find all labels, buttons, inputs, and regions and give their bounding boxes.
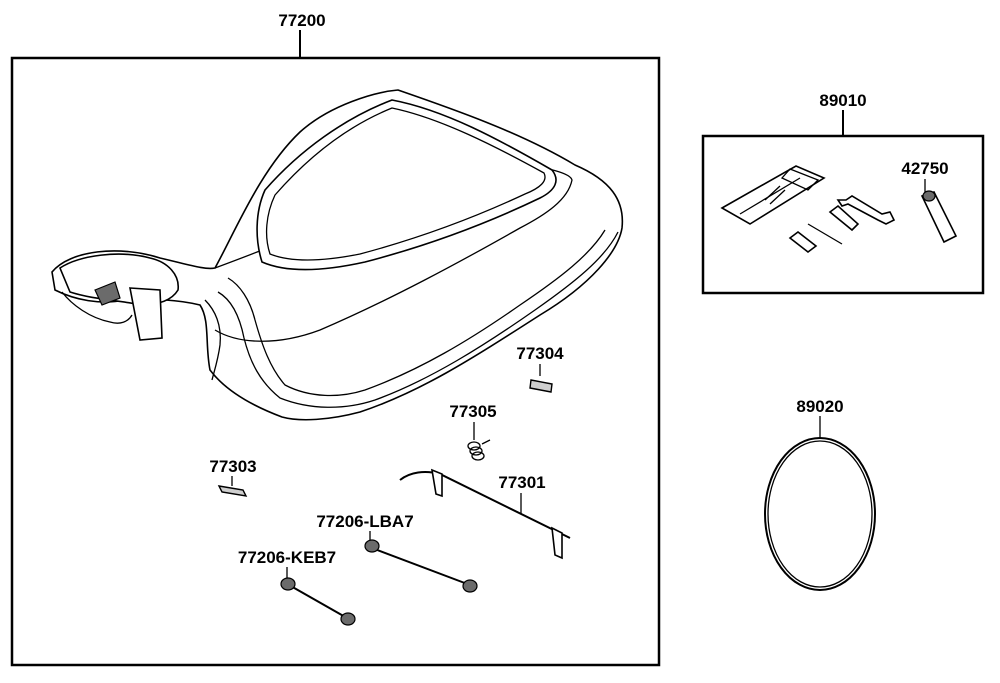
band-group: 89020	[764, 397, 876, 591]
label-77206-keb7: 77206-KEB7	[238, 548, 336, 567]
grip-tool-cap	[922, 190, 936, 202]
seat-front-side	[204, 299, 221, 381]
label-77303: 77303	[209, 457, 256, 476]
bumper-keb7-right	[340, 612, 356, 626]
band-ring-inner	[767, 440, 873, 588]
lock-rod-bracket-2	[551, 526, 563, 560]
bumper-lba7-wire	[371, 547, 471, 586]
part-77304: 77304	[516, 344, 564, 393]
label-77305: 77305	[449, 402, 496, 421]
label-77304: 77304	[516, 344, 564, 363]
clip-shape	[217, 485, 248, 497]
label-89020: 89020	[796, 397, 843, 416]
spring-coil	[467, 439, 491, 461]
seat-rear-tab	[129, 287, 163, 341]
bumper-keb7-wire	[288, 584, 348, 619]
lock-rod-bracket-1	[430, 468, 443, 498]
seat-rear-edge	[61, 291, 133, 324]
label-89010: 89010	[819, 91, 866, 110]
seat-side-piping-2	[217, 231, 619, 408]
band-ring-outer	[764, 437, 876, 591]
tool-kit-group: 89010 42750	[701, 91, 985, 295]
part-77303: 77303	[209, 457, 257, 497]
part-77305: 77305	[449, 402, 497, 461]
part-77206-lba7: 77206-LBA7	[316, 512, 478, 593]
label-77301: 77301	[498, 473, 545, 492]
seat-assembly-frame	[10, 56, 661, 667]
bumper-lba7-left	[364, 539, 380, 553]
tool-pouch-flap	[780, 168, 820, 191]
socket-icon	[788, 230, 818, 254]
screwdriver-icon	[828, 204, 860, 232]
seat-assembly-group: 77200 77304	[10, 11, 661, 667]
bumper-lba7-right	[462, 579, 478, 593]
tool-pouch-mark	[764, 185, 786, 205]
seat-latch	[94, 281, 121, 306]
label-42750: 42750	[901, 159, 948, 178]
wrench-icon	[836, 195, 896, 225]
label-77206-lba7: 77206-LBA7	[316, 512, 413, 531]
label-77200: 77200	[278, 11, 325, 30]
part-77301: 77301	[399, 468, 571, 560]
seat-side-piping	[227, 229, 606, 397]
seat-pin-shape	[529, 379, 553, 393]
seat-inner-piping	[265, 107, 546, 261]
part-77206-keb7: 77206-KEB7	[238, 548, 356, 626]
tool-pouch	[720, 165, 826, 225]
tool-kit-frame	[701, 134, 985, 295]
seat-illustration	[51, 89, 624, 421]
screwdriver-shaft	[807, 223, 843, 245]
bumper-keb7-left	[280, 577, 296, 591]
